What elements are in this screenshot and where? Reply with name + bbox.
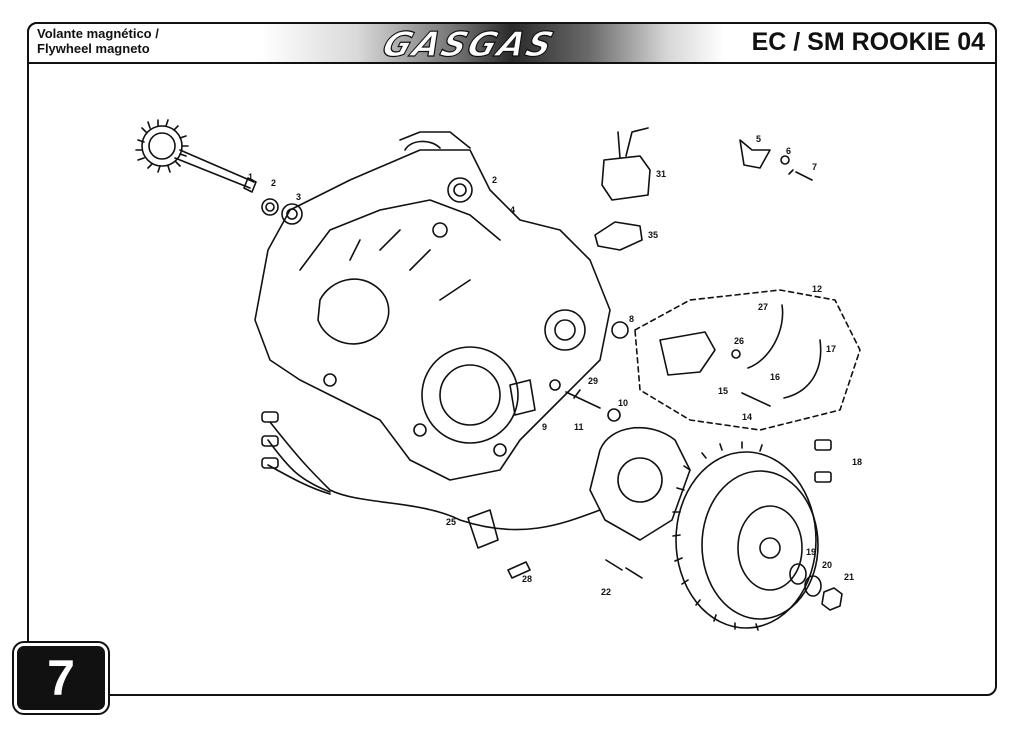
model-title: EC / SM ROOKIE 04 xyxy=(751,28,985,56)
callout-label: 5 xyxy=(756,134,761,144)
callout-label: 2 xyxy=(492,175,497,185)
callout-label: 1 xyxy=(248,172,253,182)
callout-label: 4 xyxy=(510,205,515,215)
title-spanish: Volante magnético / xyxy=(37,26,159,41)
callout-label: 27 xyxy=(758,302,768,312)
callout-label: 3 xyxy=(296,192,301,202)
callout-label: 35 xyxy=(648,230,658,240)
callout-label: 21 xyxy=(844,572,854,582)
callout-label: 10 xyxy=(618,398,628,408)
callout-label: 29 xyxy=(588,376,598,386)
page-number: 7 xyxy=(47,650,75,706)
callout-label: 28 xyxy=(522,574,532,584)
callout-label: 7 xyxy=(812,162,817,172)
title-english: Flywheel magneto xyxy=(37,41,150,56)
callout-label: 20 xyxy=(822,560,832,570)
callout-label: 18 xyxy=(852,457,862,467)
callout-label: 16 xyxy=(770,372,780,382)
callout-label: 15 xyxy=(718,386,728,396)
page-number-tab: 7 xyxy=(14,643,108,713)
callout-label: 25 xyxy=(446,517,456,527)
callout-label: 26 xyxy=(734,336,744,346)
callout-label: 8 xyxy=(629,314,634,324)
gear-shaft-illustration xyxy=(135,119,257,193)
header-bar: Volante magnético / Flywheel magneto GAS… xyxy=(27,22,997,64)
callout-label: 12 xyxy=(812,284,822,294)
callout-labels: 1 2 3 2 4 31 5 6 7 35 8 12 27 26 17 29 1… xyxy=(248,134,862,597)
callout-label: 11 xyxy=(574,422,584,432)
callout-label: 2 xyxy=(271,178,276,188)
crankcase-illustration xyxy=(254,131,611,481)
callout-label: 22 xyxy=(601,587,611,597)
callout-label: 14 xyxy=(742,412,752,422)
page-frame xyxy=(27,22,997,696)
callout-label: 31 xyxy=(656,169,666,179)
callout-label: 19 xyxy=(806,547,816,557)
callout-label: 9 xyxy=(542,422,547,432)
callout-label: 17 xyxy=(826,344,836,354)
callout-label: 6 xyxy=(786,146,791,156)
